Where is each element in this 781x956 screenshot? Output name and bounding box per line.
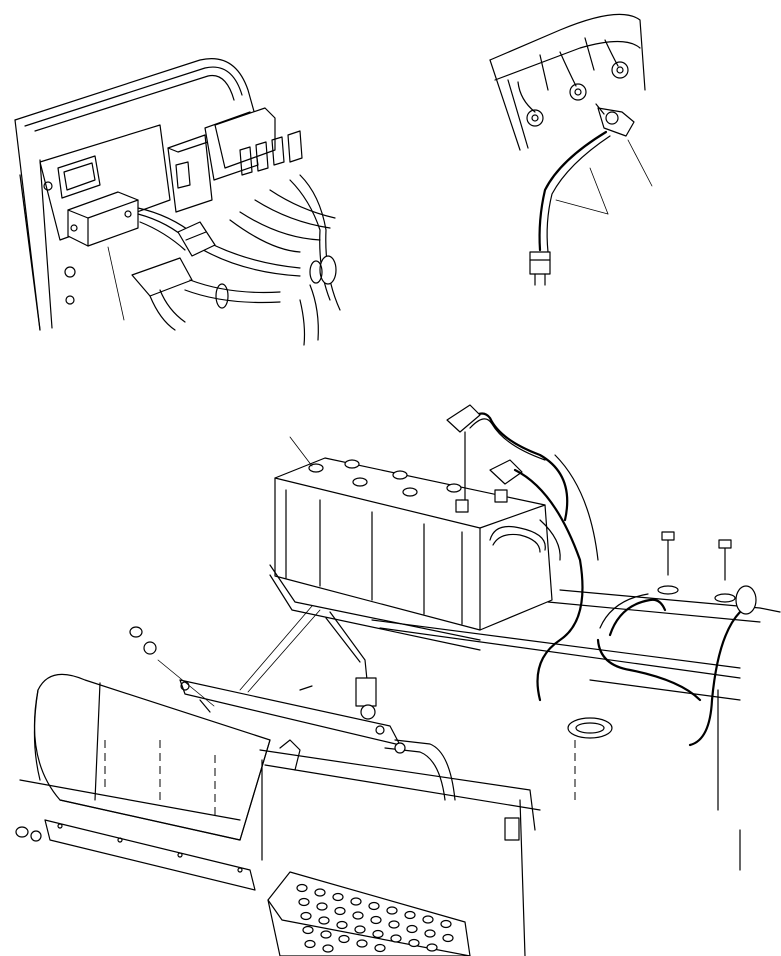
- step-hole: [304, 939, 316, 949]
- step-plate: [267, 871, 471, 956]
- battery: [274, 457, 553, 631]
- step-hole: [322, 944, 334, 953]
- step-hole: [388, 920, 400, 929]
- step-hole: [408, 938, 420, 948]
- battery-assembly: [15, 404, 781, 956]
- step-hole: [426, 943, 438, 952]
- step-hole: [422, 915, 434, 924]
- step-hole: [350, 897, 362, 906]
- step-hole: [318, 916, 330, 925]
- step-hole: [390, 934, 402, 943]
- step-hole: [316, 902, 328, 911]
- step-hole: [356, 939, 368, 948]
- step-hole: [372, 929, 384, 939]
- step-hole: [442, 933, 454, 943]
- step-hole: [440, 919, 452, 929]
- step-hole: [374, 943, 386, 953]
- step-hole: [332, 892, 344, 902]
- step-hole: [334, 906, 346, 916]
- step-hole: [404, 910, 416, 920]
- step-hole: [298, 897, 310, 907]
- step-hole: [338, 934, 350, 944]
- temperature-sensor: [595, 103, 635, 137]
- step-hole: [302, 925, 314, 935]
- step-hole: [354, 925, 366, 934]
- sensor-detail: [489, 13, 653, 286]
- step-hole: [370, 915, 382, 925]
- step-hole: [406, 924, 418, 934]
- step-hole: [320, 930, 332, 939]
- step-hole: [314, 888, 326, 897]
- step-hole: [300, 911, 312, 921]
- control-box: [67, 191, 139, 247]
- control-panel-detail: [14, 58, 341, 346]
- step-hole: [336, 920, 348, 930]
- battery-cover: [19, 673, 271, 841]
- step-hole: [296, 883, 308, 893]
- step-hole: [386, 906, 398, 915]
- step-hole: [424, 929, 436, 938]
- step-hole: [352, 911, 364, 920]
- step-hole: [368, 901, 380, 911]
